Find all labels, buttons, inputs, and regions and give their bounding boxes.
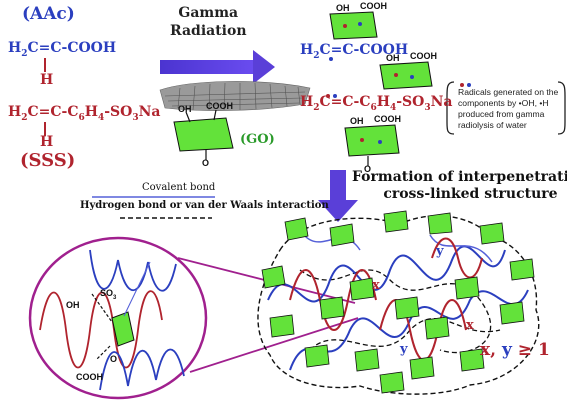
graphene-oxide-sheet bbox=[159, 81, 311, 111]
zoom-so3: SO3 bbox=[100, 288, 117, 301]
note-dot-red bbox=[460, 83, 464, 87]
xy-constraint: x, y ≥ 1 bbox=[480, 340, 550, 360]
zoom-oh: OH bbox=[66, 300, 80, 310]
aac-title: (AAc) bbox=[22, 4, 75, 24]
prod-go-a-cooh: COOH bbox=[410, 51, 437, 61]
formation-label: Formation of interpenetrating cross-link… bbox=[352, 169, 567, 202]
network-y-label-2: y bbox=[400, 342, 408, 357]
network-x-label-2: x bbox=[466, 318, 474, 333]
prod-go-b-cooh: COOH bbox=[374, 114, 401, 124]
product-aac bbox=[329, 11, 378, 61]
prod-go-a-oh: OH bbox=[386, 53, 400, 63]
go-oh-label: OH bbox=[178, 104, 192, 114]
network-x-label-1: x bbox=[372, 278, 380, 293]
radical-note: Radicals generated on the components by … bbox=[458, 87, 559, 130]
product-go-a bbox=[379, 61, 433, 90]
prod-go-b-oh: OH bbox=[350, 116, 364, 126]
network-y-label-1: y bbox=[436, 244, 444, 259]
zoom-o: O bbox=[110, 354, 118, 364]
zoom-circle bbox=[28, 236, 359, 400]
go-o-label: O bbox=[202, 158, 210, 168]
sss-bond bbox=[44, 122, 46, 136]
note-bracket bbox=[446, 81, 566, 135]
zoom-cooh: COOH bbox=[76, 372, 103, 382]
sss-title: (SSS) bbox=[20, 150, 76, 171]
formation-arrow bbox=[318, 170, 358, 222]
gamma-label: Gamma Radiation bbox=[170, 5, 247, 39]
go-label: (GO) bbox=[240, 132, 275, 147]
sss-h: H bbox=[40, 134, 54, 150]
product-aac-formula: H2C=C-COOH bbox=[300, 42, 409, 61]
go-cooh-label: COOH bbox=[206, 101, 233, 111]
note-dot-blue bbox=[467, 83, 471, 87]
legend-hbond: Hydrogen bond or van der Waals interacti… bbox=[80, 200, 329, 211]
prod-go-b-o: O bbox=[364, 164, 372, 174]
product-go-b bbox=[344, 124, 400, 166]
sss-radical-dots bbox=[326, 94, 337, 98]
go-fragment bbox=[173, 109, 234, 160]
product-sss-formula: H2C=C-C6H4-SO3Na bbox=[300, 94, 453, 113]
gamma-arrow bbox=[160, 50, 275, 84]
prod-aac-cooh: COOH bbox=[360, 1, 387, 11]
sss-formula: H2C=C-C6H4-SO3Na bbox=[8, 104, 161, 123]
aac-formula: H2C=C-COOH bbox=[8, 40, 117, 59]
prod-aac-oh: OH bbox=[336, 3, 350, 13]
legend-covalent: Covalent bond bbox=[142, 182, 216, 193]
network-structure bbox=[257, 210, 540, 395]
aac-h: H bbox=[40, 72, 54, 88]
aac-bond bbox=[44, 58, 46, 72]
